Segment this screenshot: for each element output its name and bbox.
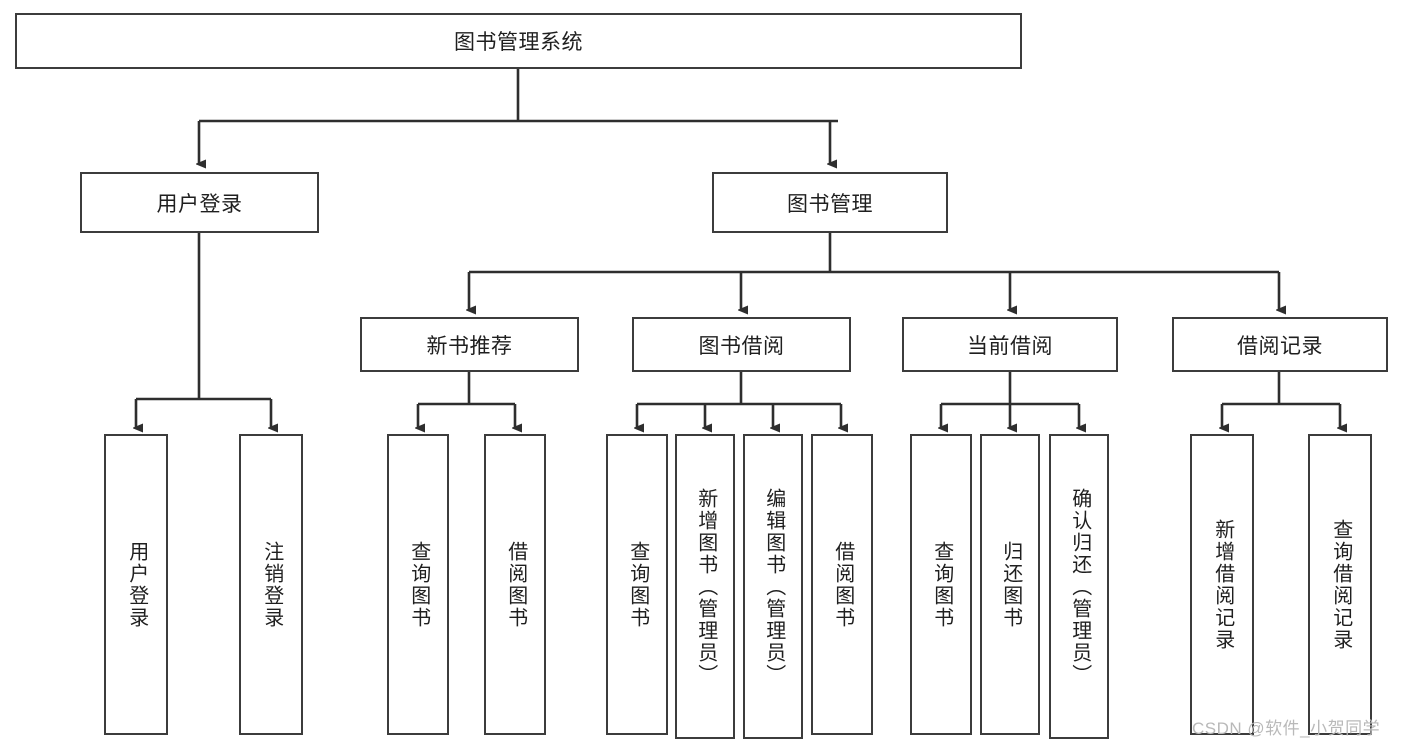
- leaf-record-add-record[interactable]: 新增借阅记录: [1190, 434, 1254, 735]
- node-label: 查询借阅记录: [1329, 518, 1352, 651]
- node-label: 归还图书: [999, 540, 1022, 629]
- node-label: 新书推荐: [426, 334, 513, 358]
- leaf-user-login-login[interactable]: 用户登录: [104, 434, 168, 735]
- node-label: 新增图书（管理员）: [694, 487, 717, 686]
- node-label: 用户登录: [156, 192, 243, 216]
- node-label: 查询图书: [407, 540, 430, 629]
- node-user-login[interactable]: 用户登录: [80, 172, 319, 233]
- leaf-recommend-borrow-book[interactable]: 借阅图书: [484, 434, 546, 735]
- node-book-borrow[interactable]: 图书借阅: [632, 317, 851, 372]
- leaf-borrow-edit-book-admin[interactable]: 编辑图书（管理员）: [743, 434, 803, 739]
- node-root-system[interactable]: 图书管理系统: [15, 13, 1022, 69]
- node-label: 查询图书: [626, 540, 649, 629]
- node-new-book-recommend[interactable]: 新书推荐: [360, 317, 579, 372]
- leaf-borrow-add-book-admin[interactable]: 新增图书（管理员）: [675, 434, 735, 739]
- node-label: 编辑图书（管理员）: [762, 487, 785, 686]
- node-label: 新增借阅记录: [1211, 518, 1234, 651]
- node-book-management[interactable]: 图书管理: [712, 172, 948, 233]
- node-label: 借阅记录: [1237, 334, 1323, 358]
- leaf-recommend-query-book[interactable]: 查询图书: [387, 434, 449, 735]
- leaf-current-return-book[interactable]: 归还图书: [980, 434, 1040, 735]
- node-label: 用户登录: [125, 540, 148, 629]
- node-current-borrow[interactable]: 当前借阅: [902, 317, 1118, 372]
- node-label: 借阅图书: [831, 540, 854, 629]
- node-label: 确认归还（管理员）: [1068, 487, 1091, 686]
- node-label: 图书管理: [787, 192, 873, 216]
- leaf-user-login-logout[interactable]: 注销登录: [239, 434, 303, 735]
- leaf-current-confirm-return-admin[interactable]: 确认归还（管理员）: [1049, 434, 1109, 739]
- node-label: 借阅图书: [504, 540, 527, 629]
- leaf-borrow-borrow-book[interactable]: 借阅图书: [811, 434, 873, 735]
- node-label: 查询图书: [930, 540, 953, 629]
- node-label: 图书借阅: [698, 334, 785, 358]
- node-label: 当前借阅: [967, 334, 1053, 358]
- node-borrow-record[interactable]: 借阅记录: [1172, 317, 1388, 372]
- node-label: 图书管理系统: [454, 31, 583, 54]
- csdn-watermark: CSDN @软件_小贺同学: [1192, 719, 1381, 738]
- leaf-borrow-query-book[interactable]: 查询图书: [606, 434, 668, 735]
- node-label: 注销登录: [260, 540, 283, 629]
- leaf-current-query-book[interactable]: 查询图书: [910, 434, 972, 735]
- leaf-record-query-record[interactable]: 查询借阅记录: [1308, 434, 1372, 735]
